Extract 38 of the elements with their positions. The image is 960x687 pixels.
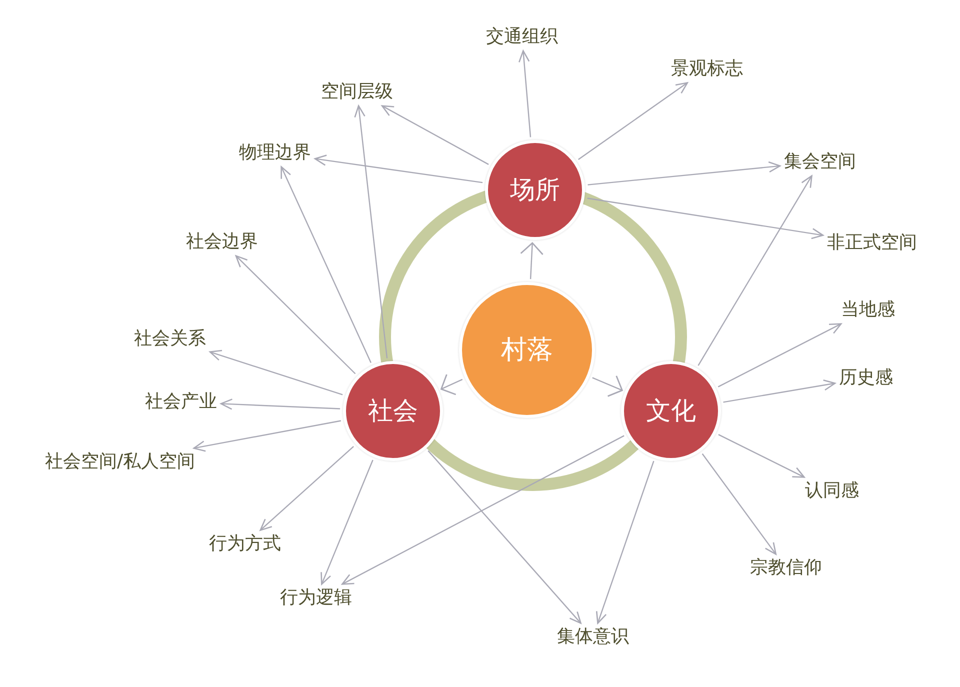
arrow — [723, 380, 836, 403]
concept-label: 历史感 — [839, 367, 893, 389]
arrow — [428, 450, 582, 624]
arrow — [578, 82, 688, 160]
arrow — [209, 350, 343, 396]
concept-label: 行为逻辑 — [280, 587, 352, 609]
arrow — [354, 105, 388, 358]
arrow — [698, 175, 812, 366]
arrow — [235, 255, 356, 374]
arrow — [518, 50, 532, 138]
concept-label: 集体意识 — [557, 626, 629, 648]
concept-label: 集会空间 — [784, 151, 856, 173]
concept-label: 当地感 — [841, 299, 895, 321]
concept-label: 社会空间/私人空间 — [44, 451, 196, 473]
arrow — [702, 453, 777, 555]
arrow — [260, 446, 354, 531]
concept-label: 交通组织 — [486, 26, 558, 48]
concept-label: 社会边界 — [186, 231, 258, 253]
arrow — [193, 420, 341, 452]
arrow — [718, 323, 842, 388]
concept-label: 物理边界 — [239, 142, 311, 164]
arrow — [280, 166, 372, 364]
concept-label: 行为方式 — [209, 533, 281, 555]
arrow — [220, 398, 340, 410]
arrow — [314, 154, 483, 184]
concept-label: 社会产业 — [145, 391, 217, 413]
arrow — [381, 105, 489, 165]
arrow — [588, 161, 781, 186]
arrow — [587, 198, 824, 240]
arrow — [596, 460, 654, 624]
concept-label: 认同感 — [805, 480, 859, 502]
concept-label: 非正式空间 — [827, 232, 917, 254]
arrow — [520, 242, 544, 280]
concept-label: 景观标志 — [671, 58, 743, 80]
concept-label: 空间层级 — [321, 81, 393, 103]
arrow — [320, 460, 374, 585]
concept-label: 社会关系 — [134, 328, 206, 350]
concept-label: 宗教信仰 — [750, 557, 822, 579]
